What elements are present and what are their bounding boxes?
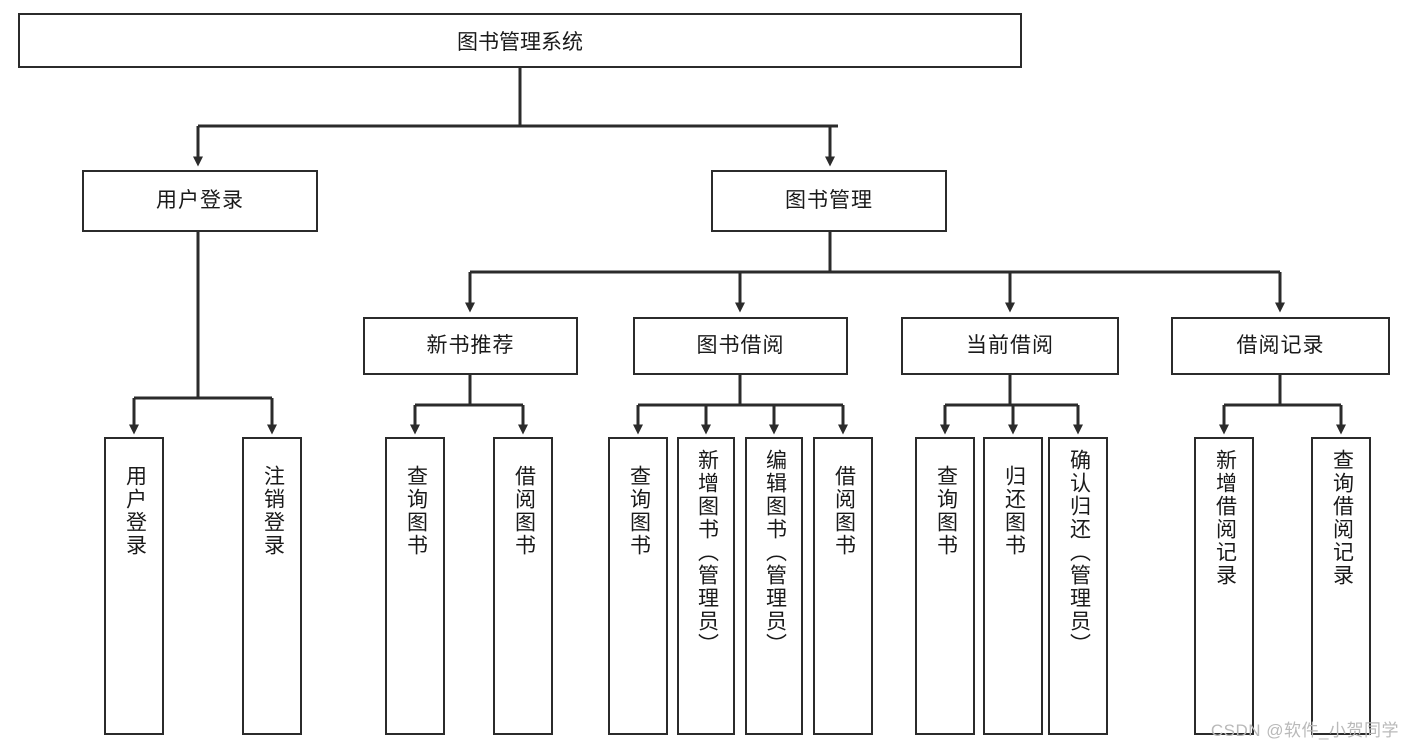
leaf-label: 归还图书 — [1002, 465, 1026, 557]
node-user-login-label: 用户登录 — [156, 189, 244, 213]
node-root-label: 图书管理系统 — [457, 30, 583, 54]
leaf-label: 注销登录 — [261, 465, 285, 557]
leaf-current-query-book[interactable]: 查询图书 — [915, 437, 975, 735]
node-new-book-recommend[interactable]: 新书推荐 — [363, 317, 578, 375]
leaf-label: 借阅图书 — [512, 465, 536, 557]
leaf-label: 编辑图书（管理员） — [763, 449, 787, 656]
leaf-borrow-edit-book-admin[interactable]: 编辑图书（管理员） — [745, 437, 803, 735]
node-book-borrow[interactable]: 图书借阅 — [633, 317, 848, 375]
node-borrow-record[interactable]: 借阅记录 — [1171, 317, 1390, 375]
leaf-label: 用户登录 — [123, 465, 147, 557]
leaf-current-confirm-return-admin[interactable]: 确认归还（管理员） — [1048, 437, 1108, 735]
leaf-recommend-query-book[interactable]: 查询图书 — [385, 437, 445, 735]
node-user-login[interactable]: 用户登录 — [82, 170, 318, 232]
leaf-record-add-record[interactable]: 新增借阅记录 — [1194, 437, 1254, 735]
leaf-label: 新增图书（管理员） — [695, 449, 719, 656]
node-new-book-recommend-label: 新书推荐 — [426, 334, 515, 358]
leaf-recommend-borrow-book[interactable]: 借阅图书 — [493, 437, 553, 735]
leaf-label: 查询图书 — [404, 465, 428, 557]
leaf-label: 查询借阅记录 — [1330, 449, 1354, 587]
node-current-borrow-label: 当前借阅 — [966, 334, 1054, 358]
node-book-management[interactable]: 图书管理 — [711, 170, 947, 232]
leaf-label: 查询图书 — [934, 465, 958, 557]
leaf-label: 确认归还（管理员） — [1067, 449, 1091, 656]
leaf-borrow-query-book[interactable]: 查询图书 — [608, 437, 668, 735]
leaf-label: 新增借阅记录 — [1213, 449, 1237, 587]
watermark: CSDN @软件_小贺同学 — [1210, 721, 1399, 740]
node-root[interactable]: 图书管理系统 — [18, 13, 1022, 68]
leaf-user-login-login[interactable]: 用户登录 — [104, 437, 164, 735]
leaf-label: 查询图书 — [627, 465, 651, 557]
node-borrow-record-label: 借阅记录 — [1236, 334, 1325, 358]
leaf-label: 借阅图书 — [832, 465, 856, 557]
leaf-borrow-add-book-admin[interactable]: 新增图书（管理员） — [677, 437, 735, 735]
node-book-borrow-label: 图书借阅 — [696, 334, 785, 358]
leaf-user-login-logout[interactable]: 注销登录 — [242, 437, 302, 735]
leaf-record-query-record[interactable]: 查询借阅记录 — [1311, 437, 1371, 735]
node-book-management-label: 图书管理 — [785, 189, 873, 213]
leaf-borrow-borrow-book[interactable]: 借阅图书 — [813, 437, 873, 735]
node-current-borrow[interactable]: 当前借阅 — [901, 317, 1119, 375]
leaf-current-return-book[interactable]: 归还图书 — [983, 437, 1043, 735]
